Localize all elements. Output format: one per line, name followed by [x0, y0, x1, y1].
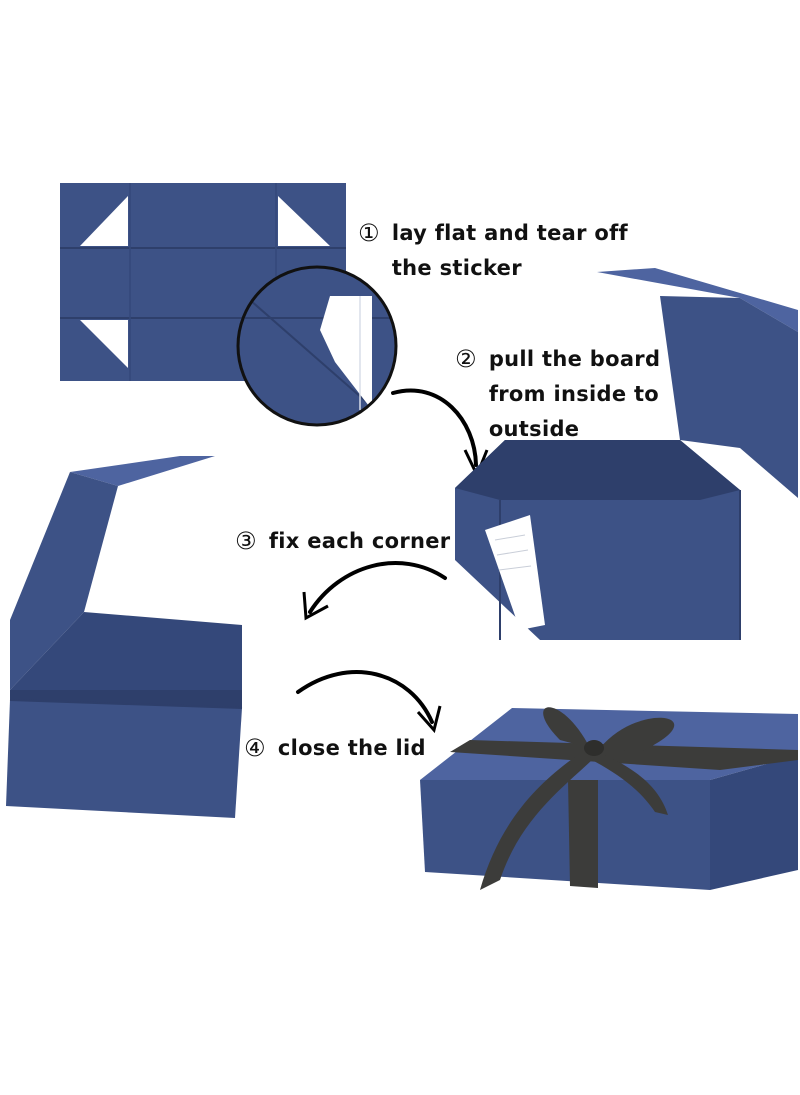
step-4-text: close the lid [277, 736, 426, 760]
open-box-illustration [6, 456, 243, 818]
step-1-number: ① [358, 219, 380, 247]
box-front [420, 780, 710, 890]
step-3-number: ③ [235, 527, 257, 555]
lid-board [10, 472, 118, 690]
step-2-label: ② pull the board from inside to outside [455, 342, 660, 447]
flat-box-illustration [60, 183, 398, 427]
ribbon-band [568, 780, 598, 888]
step-1-text: lay flat and tear off the sticker [391, 221, 628, 280]
step-1-label: ① lay flat and tear off the sticker [358, 216, 628, 286]
corner-sticker [80, 320, 128, 368]
step-2-number: ② [455, 345, 477, 373]
box-inner-shadow [455, 440, 740, 500]
box-side [710, 755, 798, 890]
corner-sticker [278, 196, 330, 246]
ribbon-bow [543, 707, 590, 748]
step-3-label: ③ fix each corner [235, 524, 450, 559]
lid-top [70, 456, 215, 486]
closed-gift-box-illustration [420, 707, 798, 890]
lid-top [597, 268, 798, 332]
ribbon-band [450, 740, 798, 770]
box-front [6, 700, 242, 818]
unfolding-box-illustration [455, 268, 798, 640]
step-2-text: pull the board from inside to outside [488, 347, 661, 441]
step-4-number: ④ [244, 734, 266, 762]
sticker-tear-detail [320, 296, 372, 410]
arrow-step3-to-step4 [296, 670, 442, 734]
step-3-text: fix each corner [268, 529, 451, 553]
arrow-step2-to-step3 [302, 561, 447, 621]
ribbon-knot [584, 740, 604, 756]
box-inner [10, 612, 242, 690]
ribbon-tail [592, 752, 668, 815]
ribbon-tail [480, 750, 592, 890]
lid-board [660, 296, 798, 498]
corner-sticker [485, 515, 545, 630]
step-4-label: ④ close the lid [244, 731, 426, 766]
ribbon-bow [600, 717, 675, 752]
corner-sticker [80, 196, 128, 246]
magnifier-detail [236, 265, 398, 427]
